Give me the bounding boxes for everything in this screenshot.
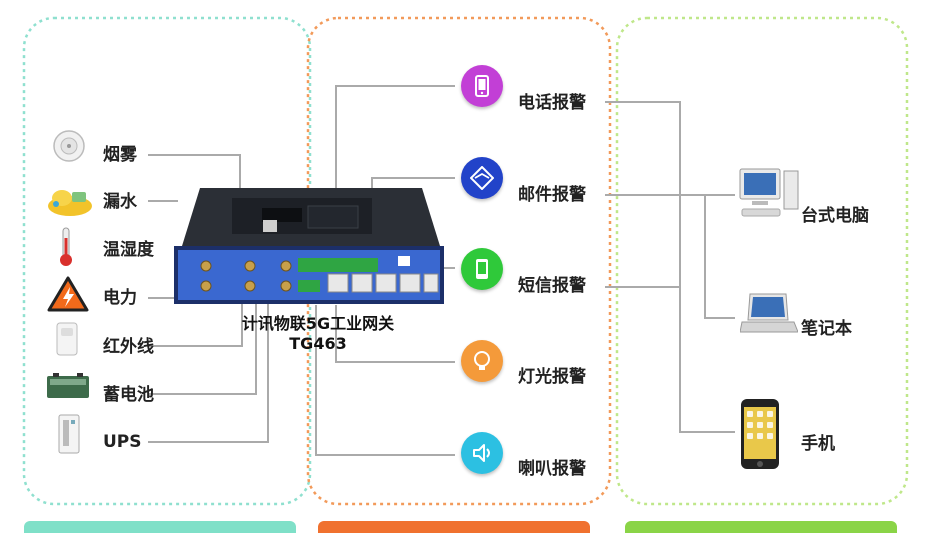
speaker-icon: [473, 444, 490, 462]
sensor-label-water: 漏水: [103, 192, 137, 212]
desktop-computer-icon: [739, 168, 799, 217]
alarm-label-email: 邮件报警: [518, 185, 586, 205]
sensor-label-power: 电力: [103, 288, 137, 308]
sensor-label-battery: 蓄电池: [103, 385, 154, 405]
alarm-label-phone: 电话报警: [518, 93, 586, 113]
ups-unit-icon: [58, 414, 80, 454]
alarm-label-speaker: 喇叭报警: [518, 459, 586, 479]
laptop-icon: [740, 293, 798, 333]
phone-alarm-circle: [461, 65, 503, 107]
panel-terminals-border: [615, 16, 909, 506]
terminal-label-mobile: 手机: [801, 434, 835, 454]
speaker-alarm-circle: [461, 432, 503, 474]
alarm-label-light: 灯光报警: [518, 367, 586, 387]
water-leak-sensor-icon: [48, 190, 92, 216]
sensor-label-ups: UPS: [103, 432, 142, 452]
mobile-phone-icon: [475, 75, 489, 97]
gateway-device-icon: [174, 188, 444, 304]
panel-terminals-footer-bar: [625, 521, 897, 533]
sensor-label-temp-humidity: 温湿度: [103, 240, 154, 260]
gateway-device-name: 计讯物联5G工业网关: [241, 314, 395, 333]
light-bulb-icon: [474, 351, 490, 370]
panel-alarms-border: [306, 16, 612, 506]
panel-alarms-footer-bar: [318, 521, 590, 533]
thermometer-icon: [60, 227, 72, 266]
sms-alarm-circle: [461, 248, 503, 290]
smartphone-icon: [741, 399, 779, 469]
terminal-label-laptop: 笔记本: [801, 319, 852, 339]
terminal-connectors: [605, 101, 735, 433]
alarm-connectors: [315, 85, 455, 456]
terminal-label-desktop: 台式电脑: [801, 206, 869, 226]
sensor-label-smoke: 烟雾: [103, 145, 137, 165]
electric-hazard-icon: [47, 276, 89, 312]
infrared-sensor-icon: [56, 322, 78, 356]
alarm-label-sms: 短信报警: [518, 276, 586, 296]
light-alarm-circle: [461, 340, 503, 382]
gateway-device-model: TG463: [289, 334, 347, 353]
sensor-label-infrared: 红外线: [103, 337, 154, 357]
email-alarm-circle: [461, 157, 503, 199]
smoke-detector-icon: [53, 130, 85, 162]
battery-icon: [47, 373, 89, 398]
panel-sensors-footer-bar: [24, 521, 296, 533]
panel-sensors-border: [22, 16, 312, 506]
envelope-icon: [470, 166, 494, 190]
sms-phone-icon: [476, 259, 488, 279]
